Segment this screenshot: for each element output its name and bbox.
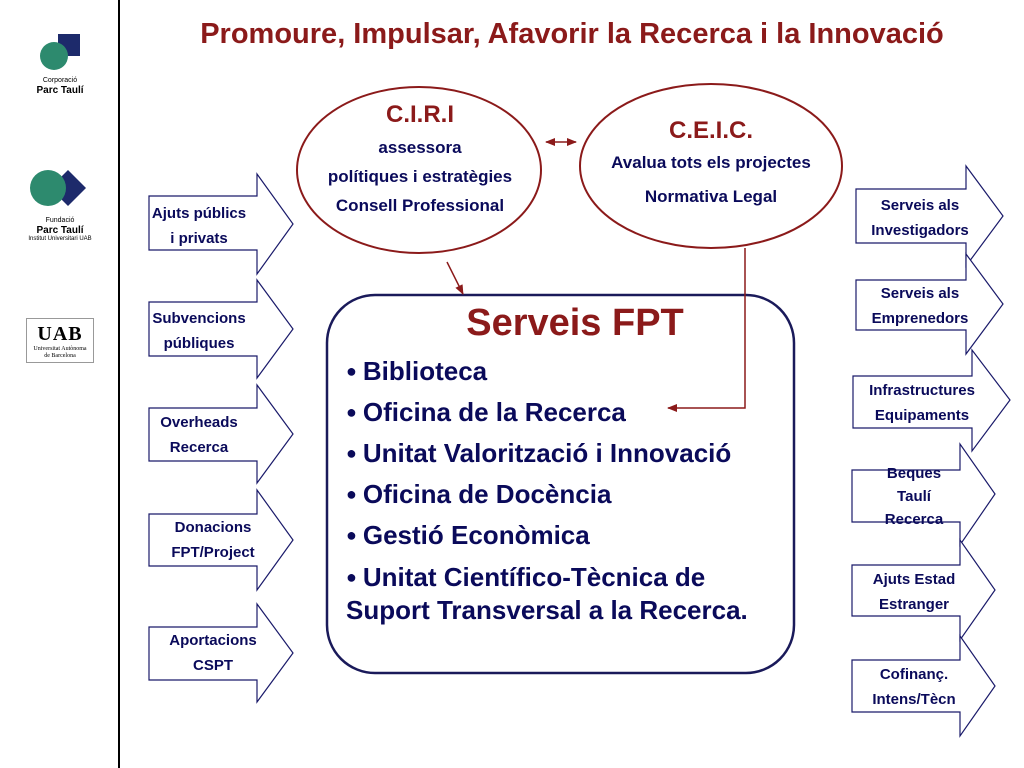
left-arrow-4-line2: FPT/Project [171, 544, 255, 561]
ciri-line1: assessora [378, 138, 462, 157]
fpt-title: Serveis FPT [466, 302, 684, 344]
fpt-list: ●Biblioteca ●Oficina de la Recerca ●Unit… [346, 356, 796, 638]
right-arrow-4: Beques Taulí Recerca [852, 462, 976, 531]
right-arrow-6: Cofinanç. Intens/Tècn [852, 662, 976, 712]
ciri-line3: Consell Professional [335, 196, 505, 215]
fundacio-mark-icon [30, 170, 86, 206]
left-arrow-1-line1: Ajuts públics [151, 205, 247, 222]
fpt-item: ●Biblioteca [346, 356, 796, 386]
right-arrow-5-line1: Ajuts Estad [872, 571, 956, 588]
ciri-connector [446, 261, 464, 295]
right-arrow-4-line1: Beques [886, 465, 942, 482]
left-arrow-4: Donacions FPT/Project [149, 515, 277, 565]
uab-logo: UAB Universitat Autònoma de Barcelona [15, 318, 105, 363]
right-arrow-1-line2: Investigadors [871, 222, 969, 239]
corporacio-logo: Corporació Parc Taulí [15, 32, 105, 96]
ceic-line2: Normativa Legal [644, 187, 778, 206]
right-arrow-shape-6 [851, 634, 996, 738]
fundacio-line2: Parc Taulí [36, 225, 84, 236]
right-arrow-2-line1: Serveis als [880, 285, 960, 302]
right-arrow-6-line2: Intens/Tècn [872, 691, 956, 708]
ciri-title: C.I.R.I [385, 101, 454, 128]
bullet-icon: ● [346, 443, 357, 463]
right-arrow-2-line2: Emprenedors [871, 310, 969, 327]
bullet-icon: ● [346, 484, 357, 504]
right-arrow-5: Ajuts Estad Estranger [852, 567, 976, 617]
right-arrow-1-line1: Serveis als [880, 197, 960, 214]
ceic-line1: Avalua tots els projectes [611, 153, 811, 172]
uab-line3: de Barcelona [44, 353, 76, 359]
bullet-icon: ● [346, 361, 357, 381]
left-arrow-shape-5 [148, 602, 294, 704]
left-arrow-3-line1: Overheads [160, 414, 238, 431]
ceic-title: C.E.I.C. [668, 117, 753, 144]
right-arrow-shape-4 [851, 442, 996, 547]
right-arrow-3-line1: Infrastructures [869, 382, 975, 399]
left-arrow-1-line2: i privats [170, 230, 228, 247]
left-arrow-5-line2: CSPT [192, 657, 233, 674]
right-arrow-6-line1: Cofinanç. [879, 666, 949, 683]
fpt-item-label: Oficina de Docència [362, 479, 612, 509]
uab-letters: UAB [37, 323, 83, 345]
right-arrow-shape-1 [855, 164, 1004, 268]
page-title: Promoure, Impulsar, Afavorir la Recerca … [200, 18, 944, 50]
ceic-oval [579, 83, 843, 249]
right-arrow-4-line3: Recerca [884, 511, 944, 528]
right-arrow-shape-2 [855, 252, 1004, 356]
uab-box: UAB Universitat Autònoma de Barcelona [26, 318, 94, 363]
bullet-icon: ● [346, 402, 357, 422]
right-arrow-5-line2: Estranger [878, 596, 950, 613]
right-arrow-3: Infrastructures Equipaments [853, 378, 991, 428]
fpt-item: ●Gestió Econòmica [346, 520, 796, 550]
bullet-icon: ● [346, 525, 357, 545]
left-arrow-2-line1: Subvencions [152, 310, 246, 327]
left-arrow-2-line2: públiques [163, 335, 235, 352]
fpt-item-label: Biblioteca [362, 356, 488, 386]
corporacio-mark-icon [40, 34, 80, 70]
fpt-item: ●Unitat Científico-Tècnica de Suport Tra… [346, 561, 796, 627]
ciri-content: C.I.R.I assessora polítiques i estratègi… [300, 100, 540, 220]
left-arrow-4-line1: Donacions [174, 519, 252, 536]
uab-line2: Universitat Autònoma [33, 346, 87, 352]
fpt-item: ●Oficina de la Recerca [346, 397, 796, 427]
ceic-connector [667, 248, 746, 412]
fundacio-logo: Fundació Parc Taulí Institut Universitar… [15, 166, 105, 243]
right-arrow-3-line2: Equipaments [874, 407, 970, 424]
logo-sidebar: Corporació Parc Taulí Fundació Parc Taul… [0, 0, 120, 768]
fpt-item-label: Unitat Científico-Tècnica de Suport Tran… [346, 562, 748, 625]
left-arrow-1: Ajuts públics i privats [149, 201, 249, 251]
fpt-item-label: Oficina de la Recerca [362, 397, 626, 427]
right-arrow-shape-5 [851, 538, 996, 642]
left-arrow-shape-4 [148, 488, 294, 592]
right-arrow-4-line2: Taulí [897, 488, 931, 505]
right-arrow-shape-3 [852, 348, 1011, 453]
fpt-box [325, 293, 796, 675]
ciri-oval [296, 86, 542, 254]
left-arrow-5-line1: Aportacions [169, 632, 257, 649]
fpt-item-label: Unitat Valorització i Innovació [362, 438, 732, 468]
left-arrow-shape-3 [148, 383, 294, 485]
corporacio-line1: Corporació [42, 77, 78, 84]
right-arrow-2: Serveis als Emprenedors [856, 281, 984, 331]
right-arrow-1: Serveis als Investigadors [856, 193, 984, 243]
corporacio-line2: Parc Taulí [36, 85, 84, 96]
fundacio-line1: Fundació [45, 217, 75, 224]
fpt-item: ●Unitat Valorització i Innovació [346, 438, 796, 468]
left-arrow-shape-2 [148, 278, 294, 380]
fpt-item: ●Oficina de Docència [346, 479, 796, 509]
left-arrow-3-line2: Recerca [169, 439, 229, 456]
ceic-content: C.E.I.C. Avalua tots els projectes Norma… [581, 116, 841, 214]
left-arrow-2: Subvencions públiques [149, 306, 249, 356]
fpt-item-label: Gestió Econòmica [362, 520, 590, 550]
fundacio-line3: Institut Universitari UAB [28, 236, 92, 242]
ciri-line2: polítiques i estratègies [327, 167, 513, 186]
left-arrow-3: Overheads Recerca [149, 410, 249, 460]
left-arrow-5: Aportacions CSPT [149, 628, 277, 678]
left-arrow-shape-1 [148, 172, 294, 276]
bullet-icon: ● [346, 567, 357, 587]
